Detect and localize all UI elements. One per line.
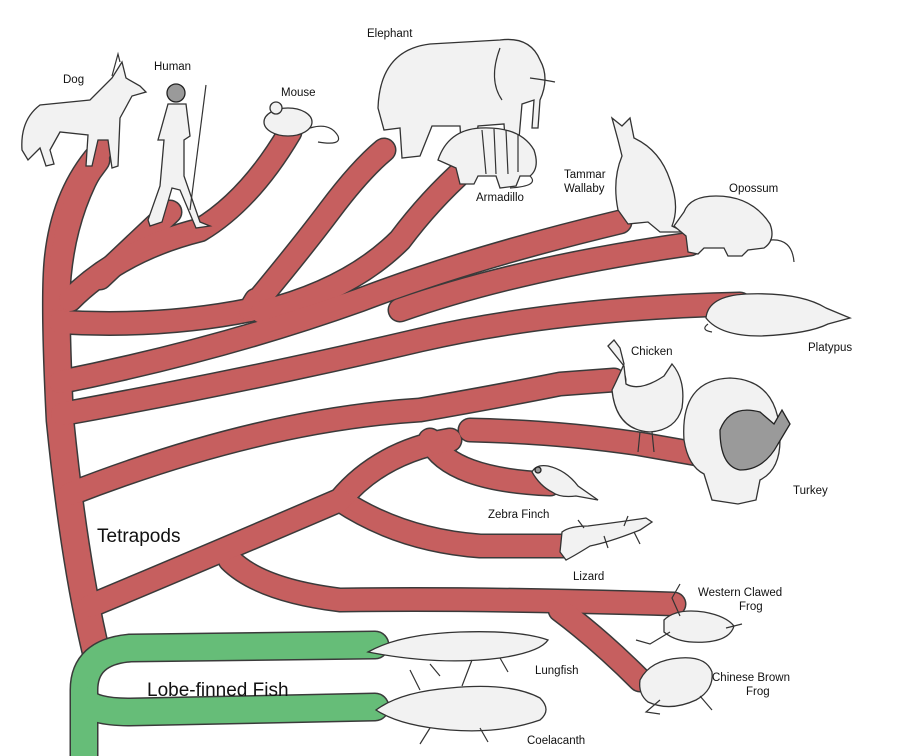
branch-chicken-turkey xyxy=(459,419,731,469)
chicken-icon xyxy=(607,339,684,453)
label-mouse: Mouse xyxy=(281,87,316,99)
branch-bird-node xyxy=(329,429,461,511)
branch-wallaby xyxy=(49,211,631,393)
label-tammar-wallaby: Tammar Wallaby xyxy=(564,169,609,195)
branch-armadillo xyxy=(251,157,477,323)
label-dog: Dog xyxy=(63,74,84,86)
branch-opossum xyxy=(389,233,701,321)
turkey-icon xyxy=(683,377,791,505)
label-elephant: Elephant xyxy=(367,28,413,40)
mouse-icon xyxy=(263,101,340,144)
taxa-labels: Dog Human Mouse Elephant Armadillo Tamma… xyxy=(63,28,852,747)
branch-chinese-frog xyxy=(549,599,651,691)
elephant-icon xyxy=(377,38,556,159)
western-clawed-frog-icon xyxy=(635,583,743,645)
label-chicken: Chicken xyxy=(631,346,673,358)
dog-icon xyxy=(21,51,148,169)
label-tetrapods: Tetrapods xyxy=(97,526,180,547)
branch-mouse xyxy=(59,121,301,311)
lungfish-icon xyxy=(366,631,550,677)
label-lobe-finned-fish: Lobe-finned Fish xyxy=(147,680,289,701)
branch-lizard xyxy=(329,489,577,557)
tetrapod-branches xyxy=(41,119,753,693)
opossum-icon xyxy=(673,195,795,263)
armadillo-icon xyxy=(437,127,537,189)
label-coelacanth: Coelacanth xyxy=(527,735,585,747)
label-western-clawed-frog: Western Clawed Frog xyxy=(698,587,785,613)
label-chinese-brown-frog: Chinese Brown Frog xyxy=(712,672,793,698)
coelacanth-icon xyxy=(374,659,547,745)
branch-reptile-bird xyxy=(59,369,625,505)
branch-platypus xyxy=(51,293,751,425)
branch-amphibian xyxy=(219,549,685,615)
zebra-finch-icon xyxy=(531,464,599,501)
label-armadillo: Armadillo xyxy=(476,192,524,204)
fish-branches xyxy=(69,630,390,756)
human-icon xyxy=(147,83,213,229)
label-zebra-finch: Zebra Finch xyxy=(488,509,549,521)
platypus-icon xyxy=(704,293,852,337)
label-turkey: Turkey xyxy=(793,485,828,497)
label-human: Human xyxy=(154,61,191,73)
lizard-icon xyxy=(559,515,654,561)
label-platypus: Platypus xyxy=(808,342,852,354)
branch-amniote-stem xyxy=(79,489,351,617)
label-lizard: Lizard xyxy=(573,571,604,583)
tammar-wallaby-icon xyxy=(610,116,685,233)
label-lungfish: Lungfish xyxy=(535,665,578,677)
branch-elephant xyxy=(239,139,395,321)
chinese-brown-frog-icon xyxy=(639,657,713,715)
fish-branch-coelacanth xyxy=(71,687,388,725)
label-opossum: Opossum xyxy=(729,183,778,195)
